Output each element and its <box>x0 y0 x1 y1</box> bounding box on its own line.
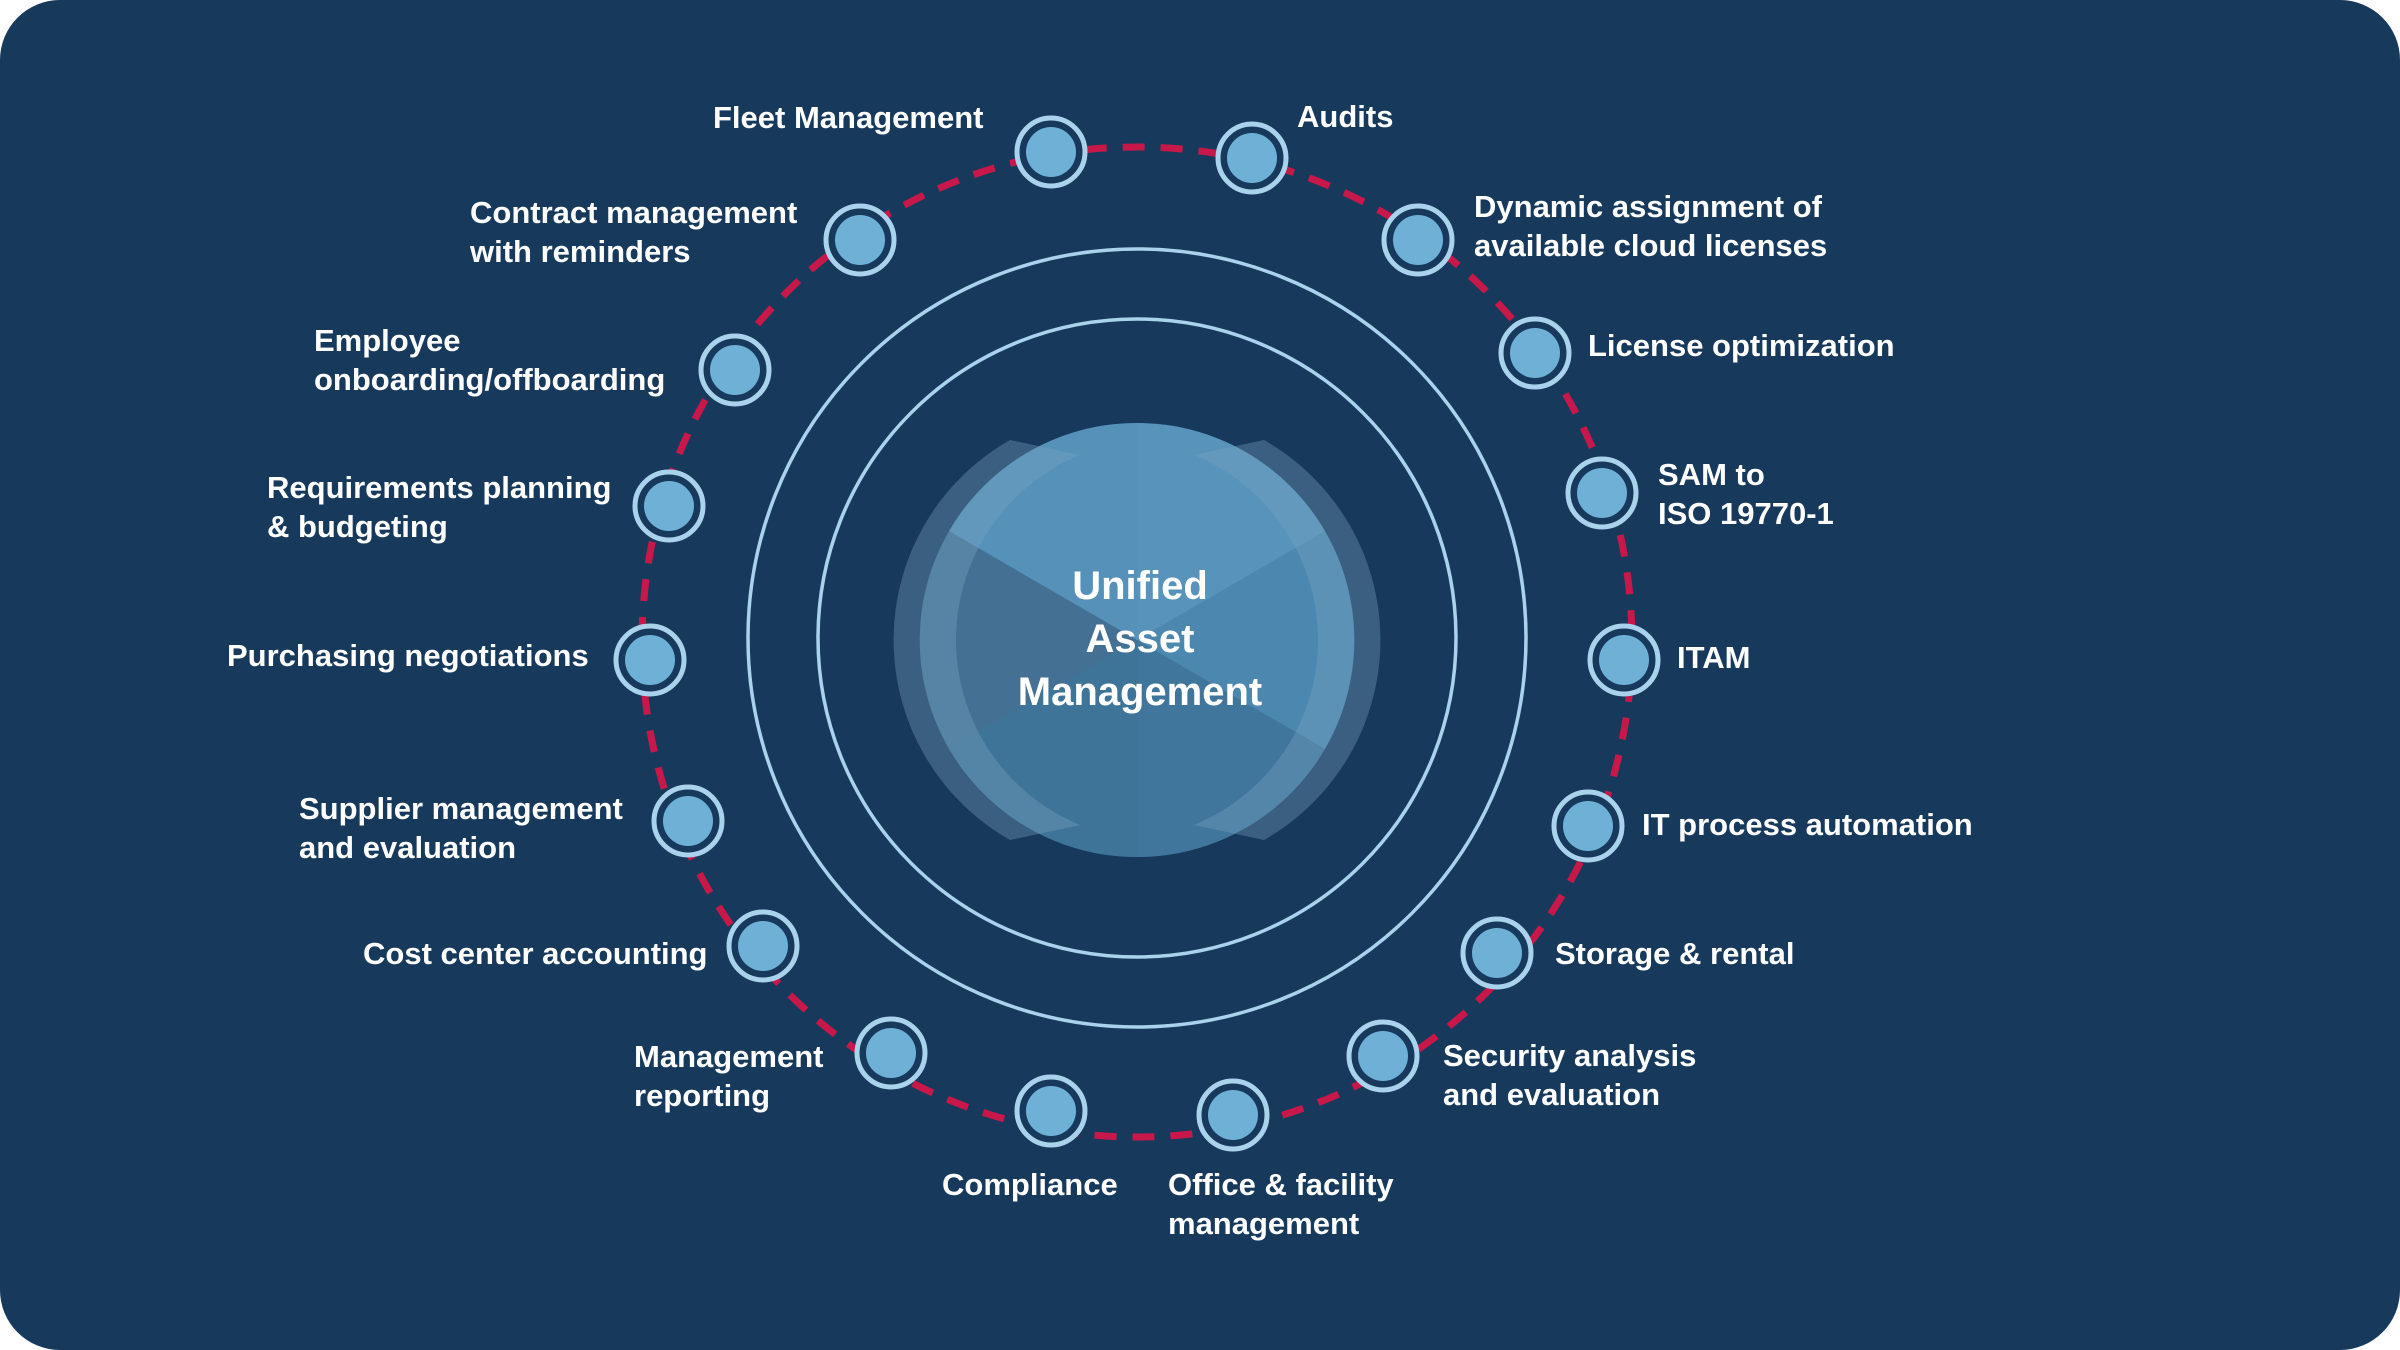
node-dot <box>1563 801 1613 851</box>
node-marker-itam <box>1587 623 1661 697</box>
outer-ring <box>746 247 1528 1029</box>
node-dot <box>710 345 760 395</box>
node-dot <box>1599 635 1649 685</box>
label-cost-center: Cost center accounting <box>363 936 708 971</box>
center-emblem <box>893 422 1381 858</box>
node-marker-license-optimization <box>1498 316 1572 390</box>
inner-ring <box>816 317 1458 959</box>
label-security-analysis: Security analysis and evaluation <box>1443 1038 1697 1112</box>
node-marker-dynamic-cloud-licenses <box>1381 203 1455 277</box>
node-dot <box>644 481 694 531</box>
node-dot <box>1208 1090 1258 1140</box>
node-dot <box>1358 1031 1408 1081</box>
node-dot <box>1393 215 1443 265</box>
label-it-process-automation: IT process automation <box>1642 807 1973 842</box>
node-marker-storage-rental <box>1460 916 1534 990</box>
node-marker-compliance <box>1014 1074 1088 1148</box>
node-marker-security-analysis <box>1346 1019 1420 1093</box>
node-marker-contract-management <box>823 203 897 277</box>
label-audits: Audits <box>1297 99 1394 134</box>
label-office-facility: Office & facility management <box>1168 1167 1394 1241</box>
label-fleet-management: Fleet Management <box>713 100 984 135</box>
node-marker-it-process-automation <box>1551 789 1625 863</box>
node-marker-sam-iso <box>1565 456 1639 530</box>
label-license-optimization: License optimization <box>1588 328 1895 363</box>
label-employee-onboarding: Employee onboarding/offboarding <box>314 323 666 397</box>
label-requirements-planning: Requirements planning & budgeting <box>267 470 612 544</box>
node-marker-requirements-planning <box>632 469 706 543</box>
label-supplier-management: Supplier management and evaluation <box>299 791 623 865</box>
node-dot <box>1510 328 1560 378</box>
label-contract-management: Contract management with reminders <box>470 195 798 269</box>
node-marker-audits <box>1215 121 1289 195</box>
label-management-reporting: Management reporting <box>634 1039 824 1113</box>
label-dynamic-cloud-licenses: Dynamic assignment of available cloud li… <box>1474 189 1828 263</box>
node-marker-purchasing-negotiations <box>613 623 687 697</box>
label-itam: ITAM <box>1677 640 1751 675</box>
node-marker-cost-center <box>726 909 800 983</box>
center-title: Unified Asset Management <box>1017 564 1263 714</box>
label-sam-iso: SAM to ISO 19770-1 <box>1658 457 1834 531</box>
node-dot <box>1026 1086 1076 1136</box>
node-dot <box>663 796 713 846</box>
node-dot <box>625 635 675 685</box>
node-dot <box>1227 133 1277 183</box>
node-dot <box>1472 928 1522 978</box>
node-marker-fleet-management <box>1014 115 1088 189</box>
node-marker-employee-onboarding <box>698 333 772 407</box>
node-dot <box>1026 127 1076 177</box>
label-compliance: Compliance <box>942 1167 1118 1202</box>
node-marker-supplier-management <box>651 784 725 858</box>
label-purchasing-negotiations: Purchasing negotiations <box>227 638 589 673</box>
node-marker-office-facility <box>1196 1078 1270 1152</box>
node-dot <box>835 215 885 265</box>
node-dot <box>738 921 788 971</box>
node-dot <box>866 1028 916 1078</box>
node-markers <box>613 115 1661 1152</box>
node-marker-management-reporting <box>854 1016 928 1090</box>
node-dot <box>1577 468 1627 518</box>
label-storage-rental: Storage & rental <box>1555 936 1795 971</box>
